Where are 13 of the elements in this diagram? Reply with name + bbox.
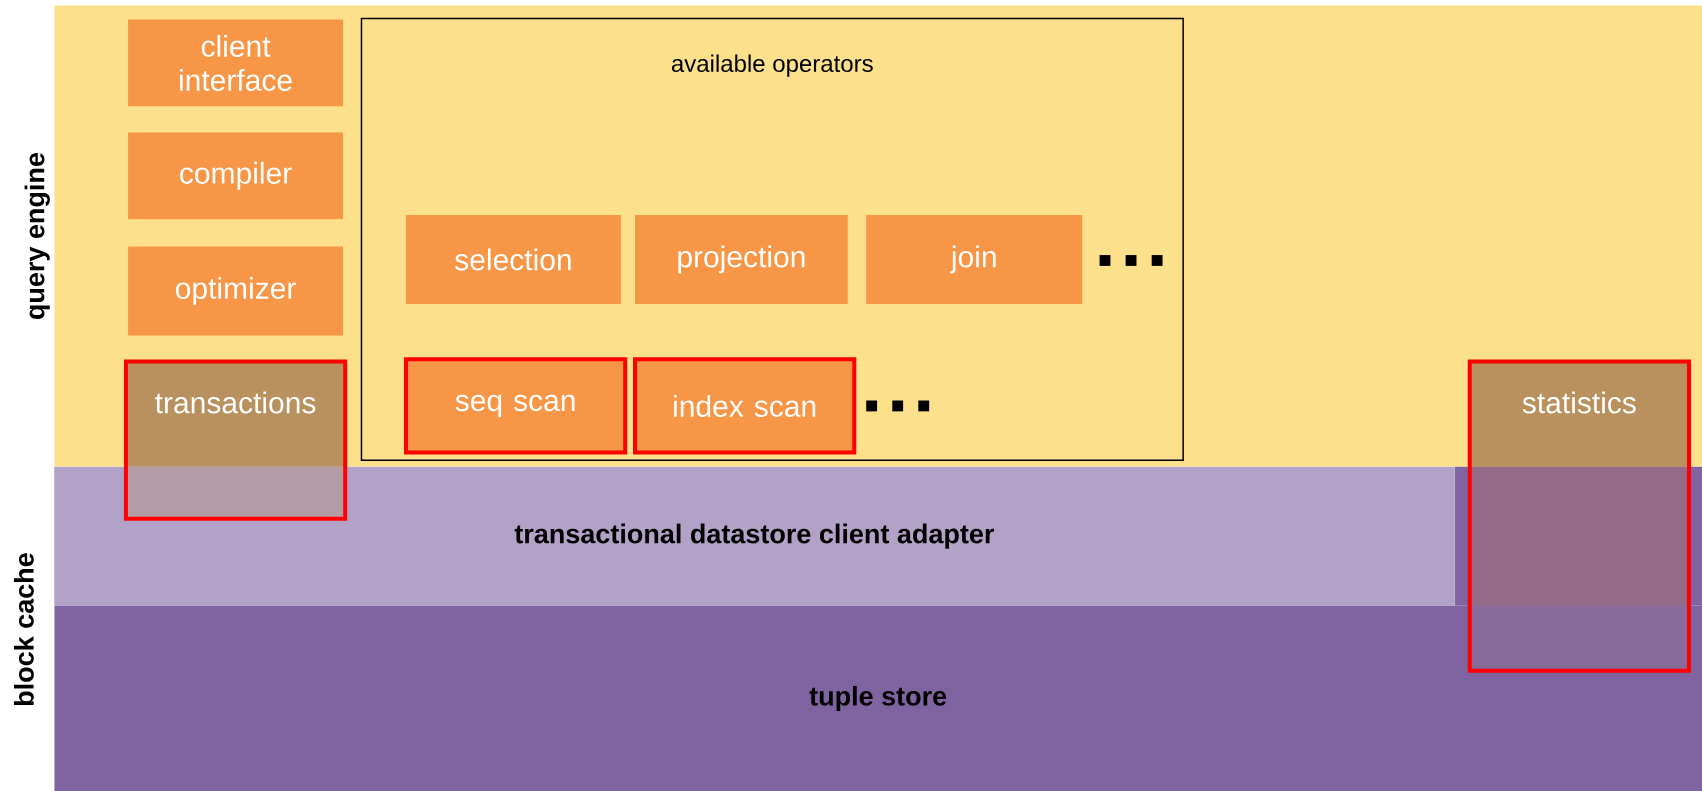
side-label: block cache <box>13 553 34 706</box>
operator-box: join <box>866 214 1083 304</box>
component-box: client interface <box>128 19 343 107</box>
operator-box: projection <box>635 214 848 304</box>
operator-box: seq scan <box>403 357 628 455</box>
component-box: compiler <box>128 132 343 220</box>
component-box: optimizer <box>128 246 343 336</box>
highlight-box: statistics <box>1467 359 1691 673</box>
highlight-box: transactions <box>123 359 348 521</box>
operator-box: selection <box>405 214 621 304</box>
layer-band: transactional datastore client adapter <box>54 466 1455 606</box>
node-label: query engine <box>24 152 50 319</box>
operator-box: index scan <box>633 357 857 455</box>
